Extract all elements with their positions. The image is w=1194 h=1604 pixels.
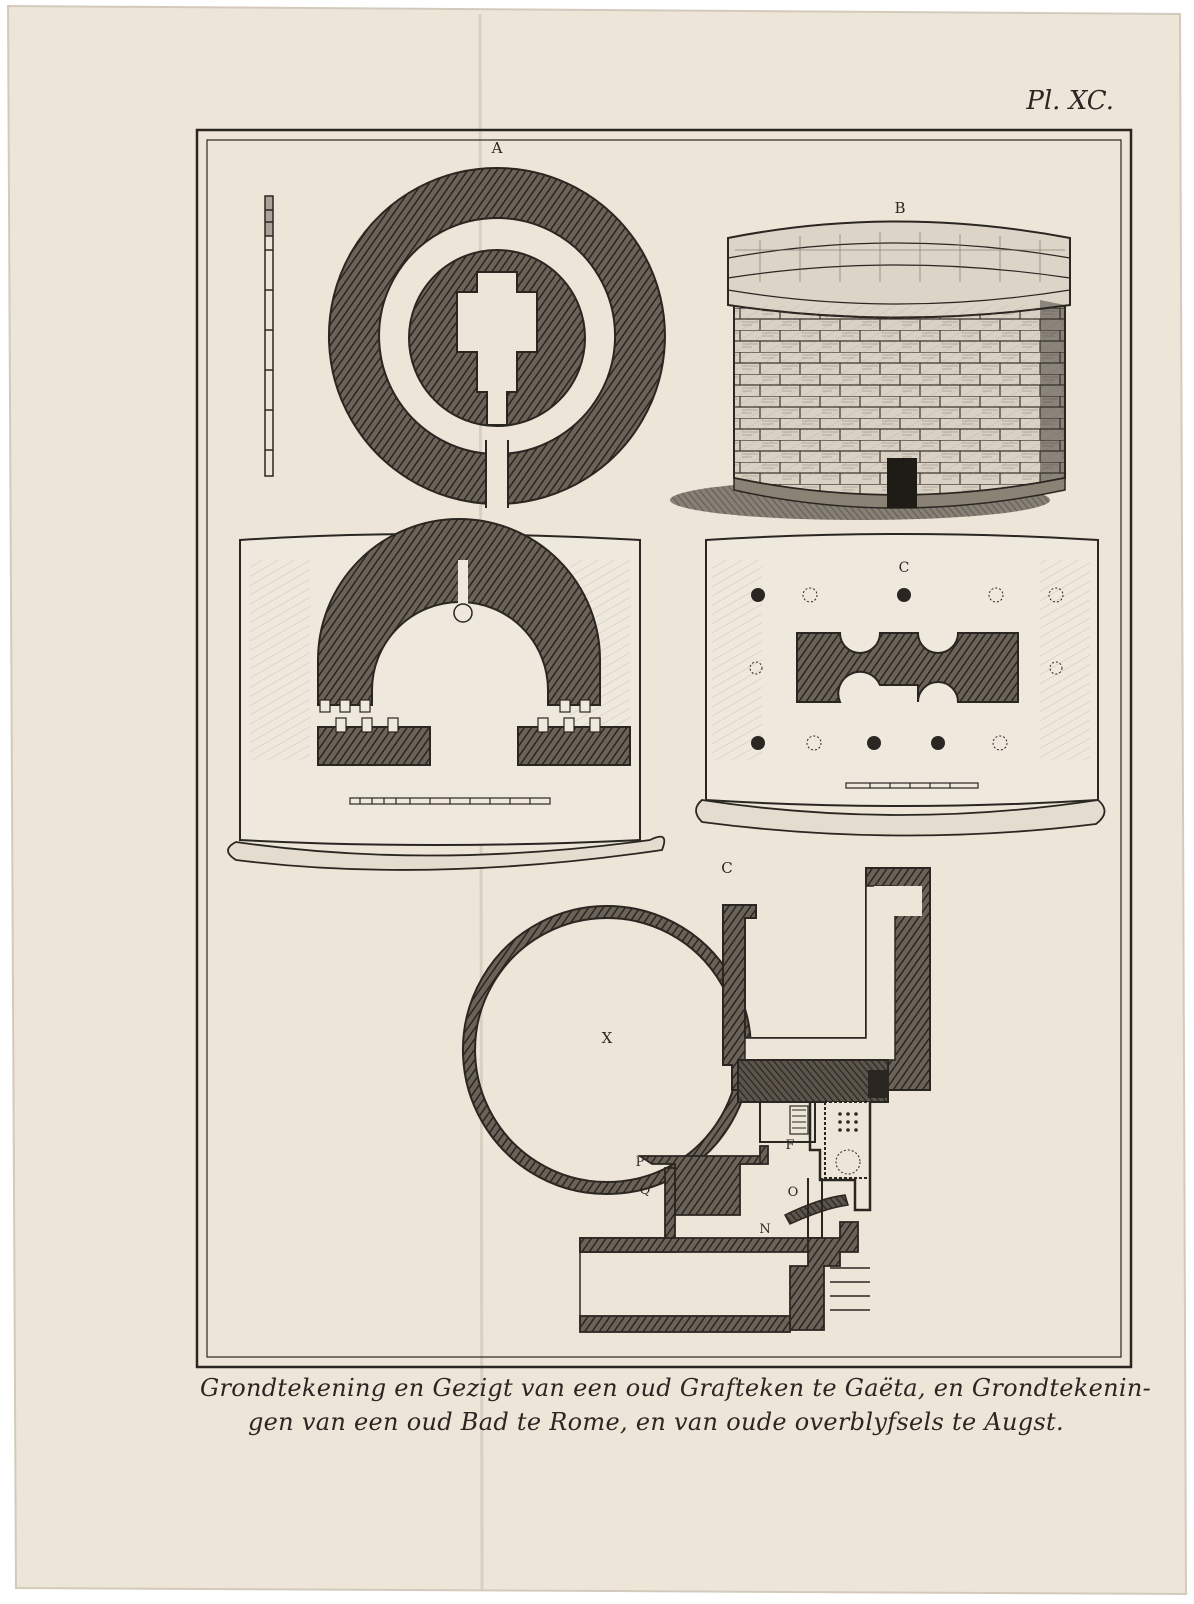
bath-label-x: X <box>602 1029 613 1047</box>
figure-d-scroll-plan: D <box>227 518 666 871</box>
scale-bar-vertical <box>264 195 274 477</box>
bath-label-f: F <box>785 1138 794 1153</box>
bath-label-p: P <box>636 1155 645 1170</box>
bath-label-o-lower: O <box>788 1185 799 1200</box>
plate-inner-border <box>206 139 1122 1358</box>
scale-bar-d <box>349 797 551 805</box>
bath-label-q: Q <box>640 1183 651 1198</box>
plate-border <box>195 128 1133 1369</box>
figure-b-label: B <box>894 199 905 217</box>
caption-line-1: Grondtekening en Gezigt van een oud Graf… <box>200 1374 1152 1402</box>
figure-c-label: C <box>899 560 910 576</box>
figure-b-tomb-elevation: B <box>670 199 1071 520</box>
figure-a-circular-plan: A <box>328 139 666 510</box>
figure-c-scroll-plan: C <box>695 533 1106 837</box>
plate-number: Pl. XC. <box>1026 86 1114 116</box>
scale-bar-c <box>845 782 979 789</box>
caption-line-2: gen van een oud Bad te Rome, en van oude… <box>248 1408 1064 1436</box>
bath-label-n: N <box>759 1222 770 1237</box>
bath-label-c: C <box>721 859 732 877</box>
figure-a-label: A <box>491 139 503 157</box>
figure-bath-plan: C A X E O B H F P Q L O N <box>461 859 931 1333</box>
